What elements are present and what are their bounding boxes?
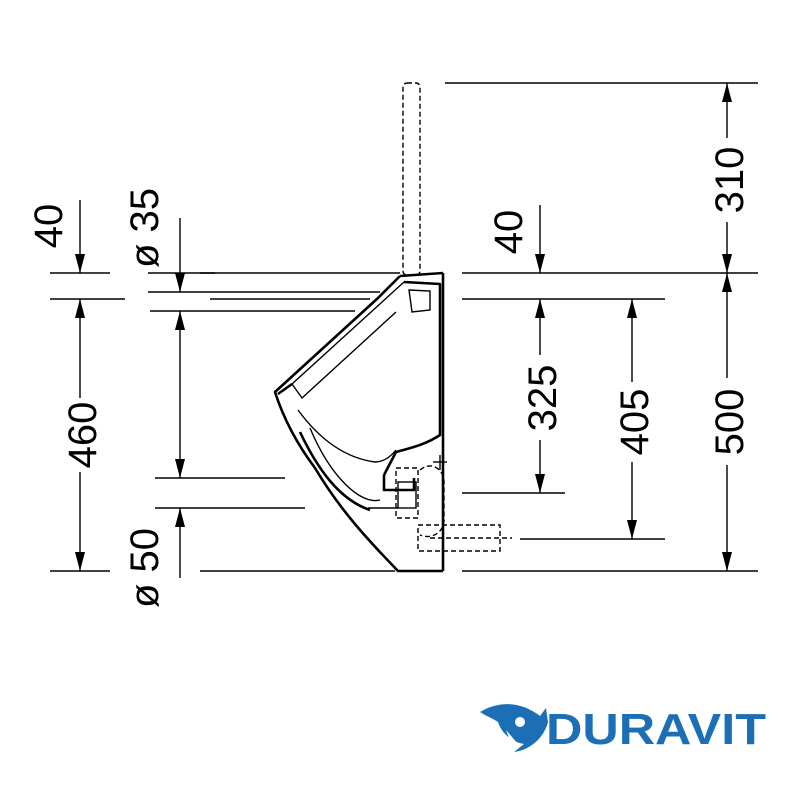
supply-pipe bbox=[402, 82, 421, 276]
urinal-body bbox=[273, 82, 512, 573]
extension-lines bbox=[50, 82, 758, 572]
dim-310: 310 bbox=[708, 147, 752, 214]
dimension-lines bbox=[75, 83, 732, 578]
outlet-fitting bbox=[395, 467, 419, 519]
dim-diameter-35: ø 35 bbox=[123, 188, 167, 268]
duravit-bird-icon bbox=[480, 704, 548, 752]
dim-500: 500 bbox=[708, 389, 752, 456]
dim-325: 325 bbox=[521, 365, 565, 432]
duravit-logo: DURAVIT bbox=[480, 704, 766, 754]
dim-405: 405 bbox=[613, 389, 657, 456]
dimension-labels: 40 460 ø 35 ø 50 40 325 405 310 500 bbox=[27, 147, 752, 608]
dim-40-right: 40 bbox=[487, 210, 531, 255]
dim-460: 460 bbox=[61, 402, 105, 469]
outlet-pipe bbox=[417, 524, 501, 552]
brand-name: DURAVIT bbox=[546, 705, 766, 754]
dim-40-left: 40 bbox=[27, 204, 71, 249]
dim-diameter-50: ø 50 bbox=[123, 528, 167, 608]
